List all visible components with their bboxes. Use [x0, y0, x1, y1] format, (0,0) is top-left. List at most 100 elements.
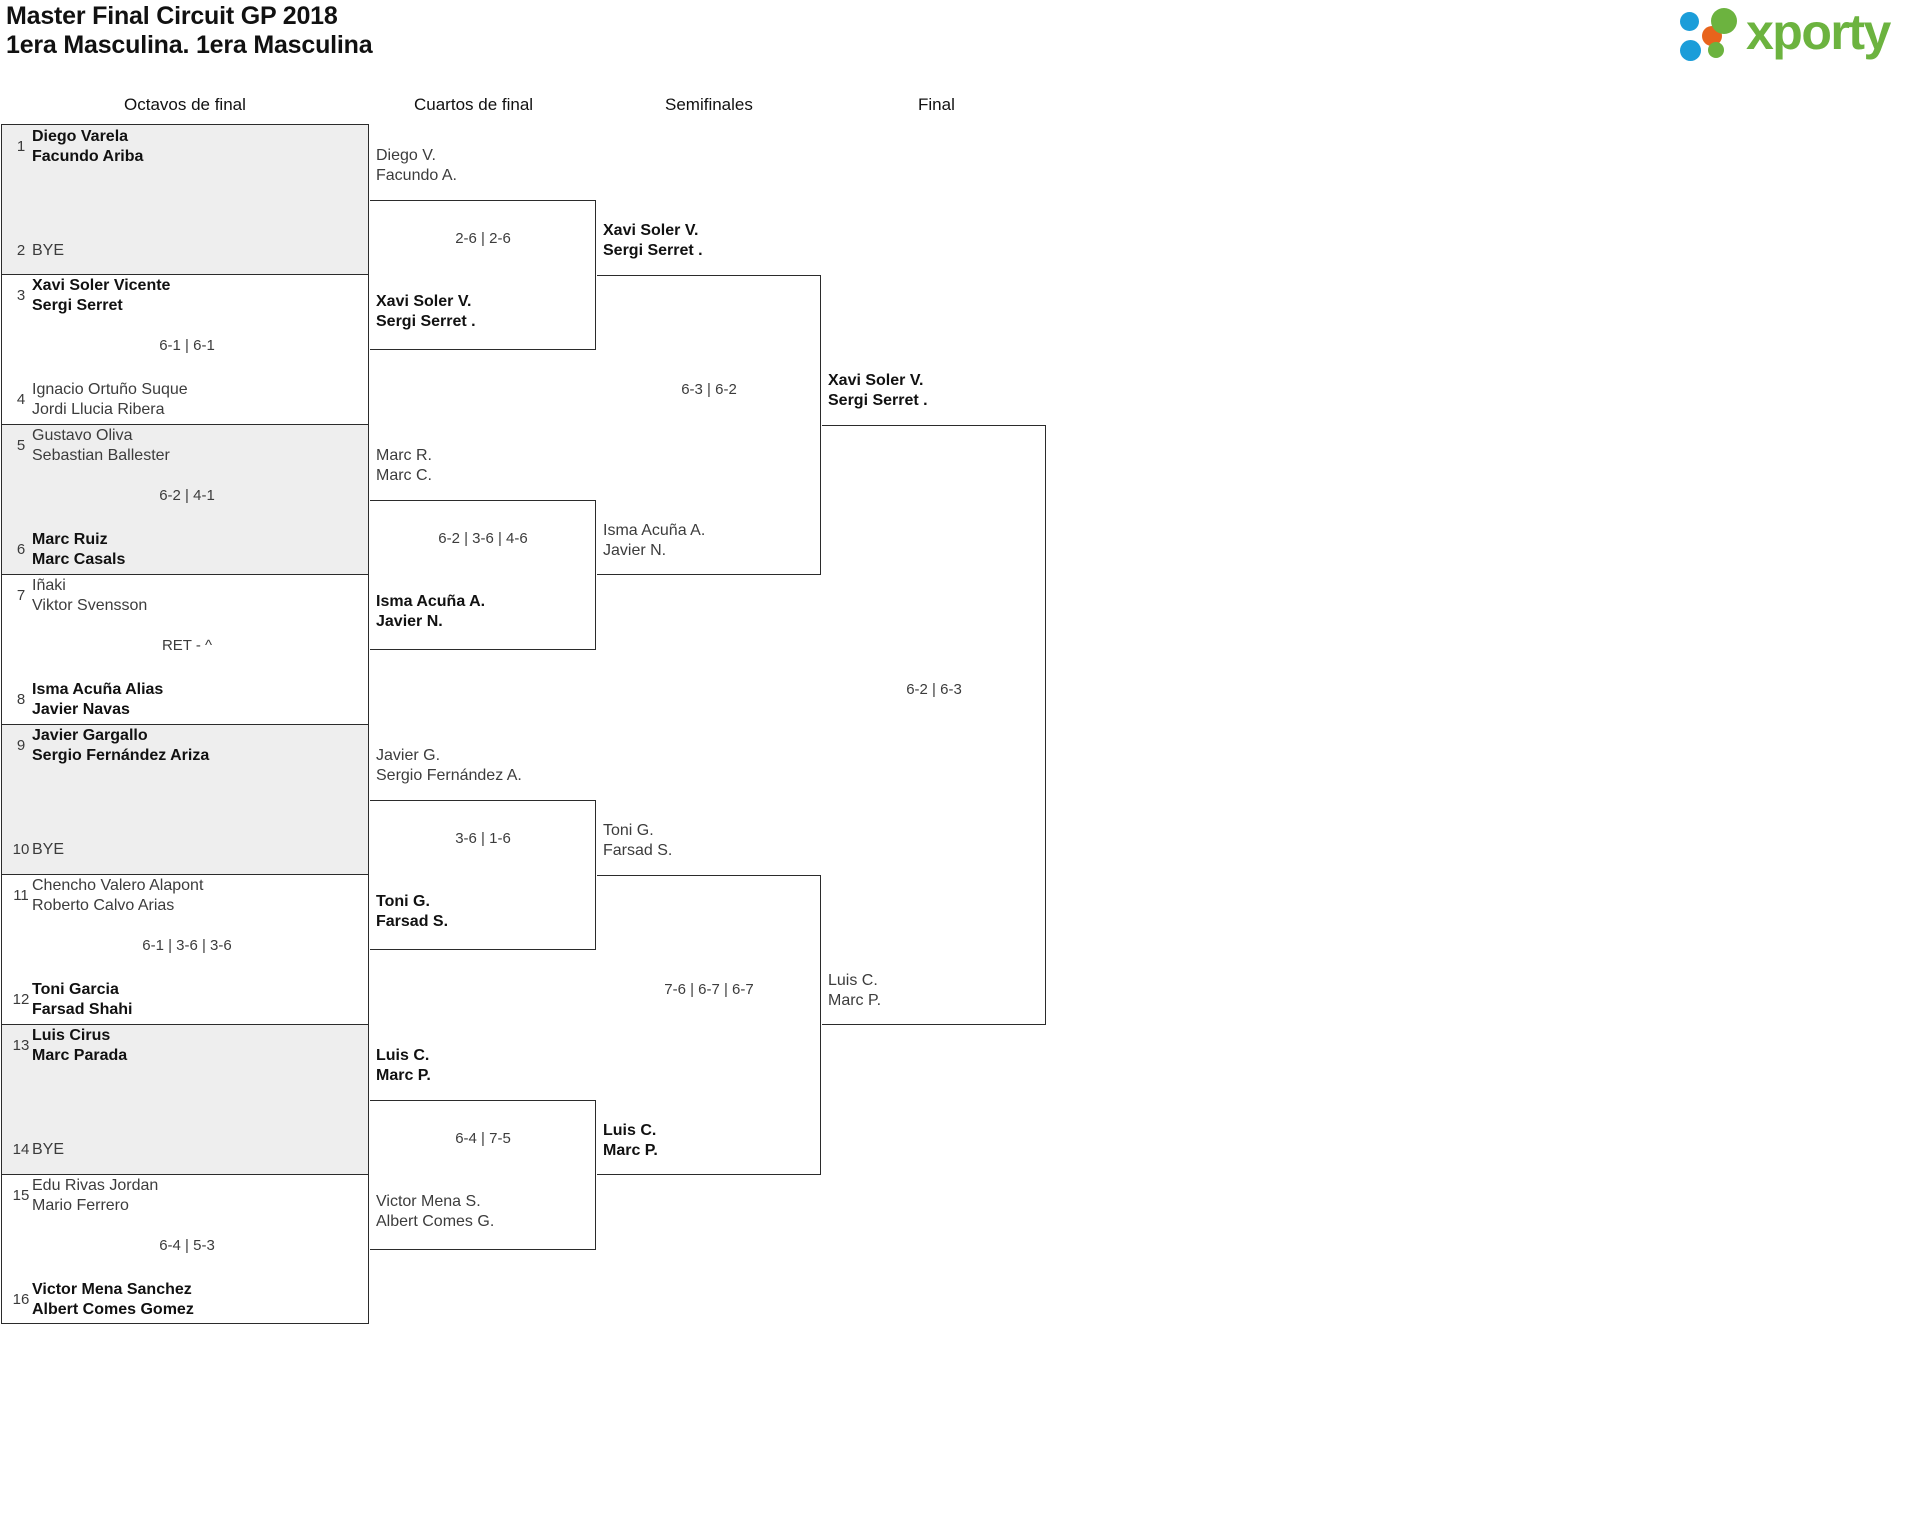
player-line-1: Victor Mena Sanchez [32, 1281, 192, 1298]
entry-seed-15[interactable]: 15 Edu Rivas Jordan Mario Ferrero [2, 1174, 370, 1218]
qf-connector-1 [370, 200, 596, 350]
entry-seed-8[interactable]: 8 Isma Acuña Alias Javier Navas [2, 678, 370, 722]
qf2-score: 6-2 | 3-6 | 4-6 [438, 530, 528, 547]
seed-number: 8 [16, 691, 26, 708]
player-line-2: Marc C. [376, 466, 432, 484]
player-names: Xavi Soler Vicente Sergi Serret [32, 276, 170, 315]
seed-number: 5 [16, 437, 26, 454]
match-block-5[interactable]: 9 Javier Gargallo Sergio Fernández Ariza… [1, 724, 369, 874]
seed-number: 16 [12, 1291, 30, 1308]
entry-seed-14[interactable]: 14 BYE [2, 1128, 370, 1172]
player-line-2: Viktor Svensson [32, 596, 148, 614]
match-block-1[interactable]: 1 Diego Varela Facundo Ariba 2 BYE [1, 124, 369, 274]
qf-connector-4 [370, 1100, 596, 1250]
sf-connector-1 [597, 275, 821, 575]
entry-seed-11[interactable]: 11 Chencho Valero Alapont Roberto Calvo … [2, 874, 370, 918]
qf-connector-3 [370, 800, 596, 950]
player-line-2: Roberto Calvo Arias [32, 896, 175, 914]
match-block-7[interactable]: 13 Luis Cirus Marc Parada 14 BYE [1, 1024, 369, 1174]
player-line-2: Sergi Serret . [376, 312, 476, 330]
sf1-slot-top: Xavi Soler V. Sergi Serret . [603, 221, 703, 260]
seed-number: 13 [12, 1037, 30, 1054]
qf4-slot-bottom: Victor Mena S. Albert Comes G. [376, 1192, 494, 1231]
entry-seed-1[interactable]: 1 Diego Varela Facundo Ariba [2, 125, 370, 169]
seed-number: 11 [13, 887, 29, 904]
player-line-2: Sebastian Ballester [32, 446, 170, 464]
sf-connector-2 [597, 875, 821, 1175]
entry-seed-12[interactable]: 12 Toni Garcia Farsad Shahi [2, 978, 370, 1022]
player-line-1: Xavi Soler V. [828, 372, 924, 389]
sf1-score: 6-3 | 6-2 [681, 381, 737, 398]
bracket-divider [1, 574, 369, 575]
bracket-divider [1, 424, 369, 425]
player-line-1: Iñaki [32, 577, 66, 594]
player-line-1: Chencho Valero Alapont [32, 877, 204, 894]
player-line-2: Javier Navas [32, 700, 130, 718]
logo-wordmark: xporty [1746, 4, 1891, 60]
entry-seed-2[interactable]: 2 BYE [2, 229, 370, 273]
tournament-title: Master Final Circuit GP 2018 [6, 2, 338, 30]
player-line-1: Isma Acuña A. [603, 522, 706, 539]
player-line-2: Sergi Serret [32, 296, 123, 314]
player-line-2: Facundo Ariba [32, 147, 144, 165]
player-line-1: Isma Acuña A. [376, 593, 486, 610]
qf1-slot-top: Diego V. Facundo A. [376, 146, 457, 185]
title-block: Master Final Circuit GP 2018 1era Mascul… [6, 2, 373, 60]
round-header-cuartos: Cuartos de final [414, 95, 534, 114]
player-line-2: Jordi Llucia Ribera [32, 400, 165, 418]
entry-seed-5[interactable]: 5 Gustavo Oliva Sebastian Ballester [2, 424, 370, 468]
entry-seed-9[interactable]: 9 Javier Gargallo Sergio Fernández Ariza [2, 724, 370, 768]
player-line-1: Edu Rivas Jordan [32, 1177, 159, 1194]
player-line-2: Sergi Serret . [828, 391, 928, 409]
bracket-divider [1, 274, 369, 275]
player-line-1: Xavi Soler Vicente [32, 277, 171, 294]
player-line-1: Toni G. [376, 893, 430, 910]
match-block-8[interactable]: 15 Edu Rivas Jordan Mario Ferrero 6-4 | … [1, 1174, 369, 1324]
player-names: BYE [32, 841, 65, 858]
sf2-score: 7-6 | 6-7 | 6-7 [664, 981, 754, 998]
entry-seed-7[interactable]: 7 Iñaki Viktor Svensson [2, 574, 370, 618]
seed-number: 14 [12, 1141, 30, 1158]
bracket-divider [1, 874, 369, 875]
player-names: BYE [32, 242, 65, 259]
qf1-slot-bottom: Xavi Soler V. Sergi Serret . [376, 292, 476, 331]
entry-seed-13[interactable]: 13 Luis Cirus Marc Parada [2, 1024, 370, 1068]
bracket-divider [1, 724, 369, 725]
seed-number: 12 [12, 991, 30, 1008]
player-line-1: Marc R. [376, 447, 432, 464]
entry-seed-4[interactable]: 4 Ignacio Ortuño Suque Jordi Llucia Ribe… [2, 378, 370, 422]
qf4-score: 6-4 | 7-5 [455, 1130, 511, 1147]
entry-seed-6[interactable]: 6 Marc Ruiz Marc Casals [2, 528, 370, 572]
match-block-3[interactable]: 5 Gustavo Oliva Sebastian Ballester 6-2 … [1, 424, 369, 574]
match-block-6[interactable]: 11 Chencho Valero Alapont Roberto Calvo … [1, 874, 369, 1024]
match-score: 6-4 | 5-3 [159, 1237, 215, 1254]
player-line-1: Luis Cirus [32, 1027, 111, 1044]
entry-seed-16[interactable]: 16 Victor Mena Sanchez Albert Comes Gome… [2, 1278, 370, 1322]
player-names: Gustavo Oliva Sebastian Ballester [32, 426, 170, 465]
player-line-2: Marc P. [376, 1066, 431, 1084]
seed-number: 2 [16, 242, 26, 259]
seed-number: 7 [16, 587, 26, 604]
entry-seed-10[interactable]: 10 BYE [2, 828, 370, 872]
player-line-2: Sergio Fernández Ariza [32, 746, 210, 764]
match-block-4[interactable]: 7 Iñaki Viktor Svensson RET - ^ 8 Isma A… [1, 574, 369, 724]
player-line-2: Farsad S. [603, 841, 673, 859]
player-line-1: Luis C. [603, 1122, 657, 1139]
player-line-1: Luis C. [828, 972, 878, 989]
player-line-2: Sergi Serret . [603, 241, 703, 259]
player-names: Diego Varela Facundo Ariba [32, 127, 143, 166]
player-line-1: Victor Mena S. [376, 1193, 481, 1210]
entry-seed-3[interactable]: 3 Xavi Soler Vicente Sergi Serret [2, 274, 370, 318]
player-line-2: Farsad Shahi [32, 1000, 133, 1018]
player-line-1: Diego V. [376, 147, 436, 164]
qf1-score: 2-6 | 2-6 [455, 230, 511, 247]
final-slot-top: Xavi Soler V. Sergi Serret . [828, 371, 928, 410]
player-line-2: Albert Comes G. [376, 1212, 495, 1230]
seed-number: 15 [12, 1187, 30, 1204]
tournament-subtitle: 1era Masculina. 1era Masculina [6, 31, 373, 59]
player-line-2: Facundo A. [376, 166, 457, 184]
player-line-2: Sergio Fernández A. [376, 766, 522, 784]
match-block-2[interactable]: 3 Xavi Soler Vicente Sergi Serret 6-1 | … [1, 274, 369, 424]
bracket-divider [1, 1174, 369, 1175]
